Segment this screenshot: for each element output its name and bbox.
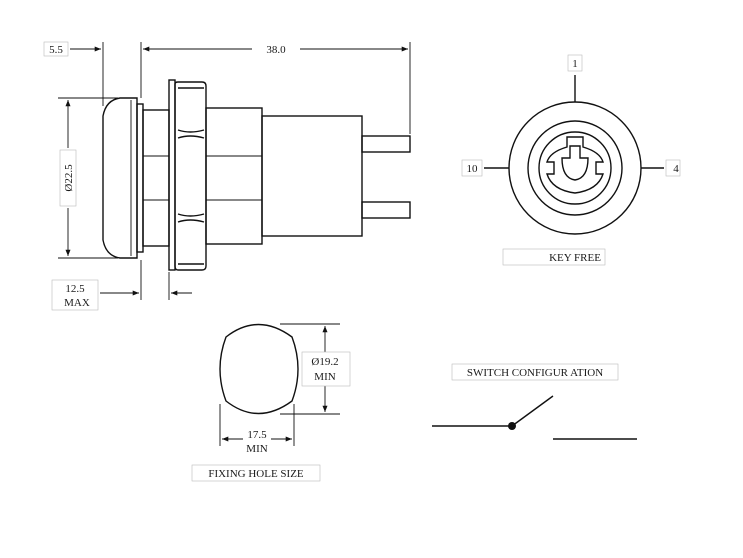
dim-panel-value: 12.5 <box>65 283 85 295</box>
switch-caption: SWITCH CONFIGUR ATION <box>467 367 603 379</box>
dim-hole-diameter-value: Ø19.2 <box>311 356 338 368</box>
dim-hole-flat-value: 17.5 <box>247 429 267 441</box>
dim-flange-label: 5.5 <box>49 44 63 56</box>
dim-hole-diameter-qualifier: MIN <box>314 371 335 383</box>
switch-housing <box>261 115 363 237</box>
dim-head-diameter-label: Ø22.5 <box>63 164 75 192</box>
position-right-label: 4 <box>673 163 679 175</box>
lock-body <box>205 107 263 245</box>
switch-lever <box>511 395 554 427</box>
flange <box>136 103 144 253</box>
fixing-hole-outline <box>219 323 299 415</box>
terminal-top <box>361 135 411 153</box>
hex-nut <box>174 81 207 271</box>
dim-length-label: 38.0 <box>266 44 286 56</box>
key-free-caption: KEY FREE <box>549 252 601 264</box>
keyway <box>546 136 604 194</box>
switch-configuration: SWITCH CONFIGUR ATION <box>432 363 637 440</box>
front-view: 1 10 4 KEY FREE <box>461 54 681 266</box>
fixing-hole-view: Ø19.2 MIN 17.5 MIN FIXING HOLE SIZE <box>191 323 351 482</box>
dim-panel-qualifier: MAX <box>64 297 90 309</box>
dim-hole-flat-qualifier: MIN <box>246 443 267 455</box>
fixing-hole-caption: FIXING HOLE SIZE <box>208 468 304 480</box>
front-outer-ring <box>508 101 642 235</box>
washer <box>168 79 176 271</box>
position-left-label: 10 <box>467 163 479 175</box>
lock-head <box>102 97 138 259</box>
position-top-label: 1 <box>572 58 578 70</box>
side-view: 5.5 38.0 Ø22.5 12.5 MAX <box>43 41 411 311</box>
terminal-bottom <box>361 201 411 219</box>
